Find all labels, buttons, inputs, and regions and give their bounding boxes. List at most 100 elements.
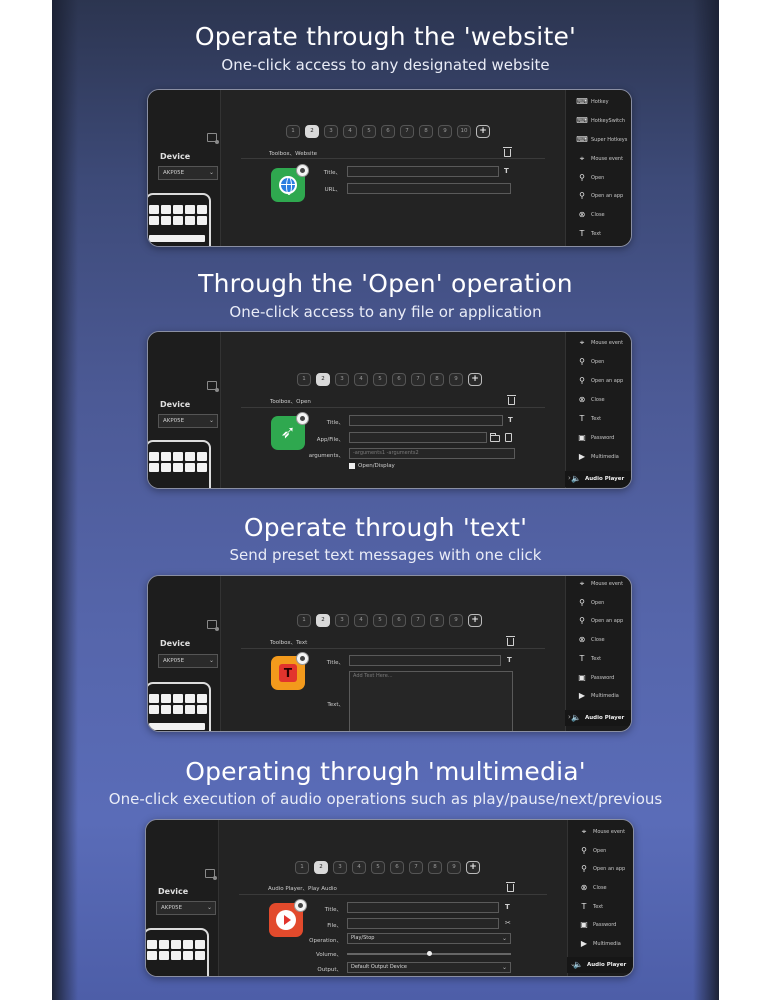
sidebar-item-close[interactable]: ⊗Close (576, 634, 631, 646)
keypad-key[interactable] (185, 216, 195, 225)
keypad-key[interactable] (171, 940, 181, 949)
page-tab[interactable]: 10 (457, 125, 471, 138)
arguments-input[interactable]: -arguments1 -arguments2 (349, 448, 515, 459)
add-page-button[interactable]: + (468, 614, 482, 627)
page-tab[interactable]: 3 (324, 125, 338, 138)
url-input[interactable] (347, 183, 511, 194)
page-tab[interactable]: 6 (390, 861, 404, 874)
keypad-key[interactable] (161, 216, 171, 225)
title-input[interactable] (347, 902, 499, 913)
page-tab-active[interactable]: 2 (314, 861, 328, 874)
page-tab[interactable]: 7 (411, 614, 425, 627)
device-select[interactable]: AKP05E ⌄ (158, 166, 218, 180)
keypad-key[interactable] (185, 452, 195, 461)
keypad-key[interactable] (183, 951, 193, 960)
folder-icon[interactable] (490, 433, 500, 442)
sidebar-item-open-an-app[interactable]: ⚲Open an app (578, 863, 633, 875)
page-tab[interactable]: 1 (295, 861, 309, 874)
title-format-icon[interactable]: T (504, 167, 509, 175)
page-tab[interactable]: 9 (449, 614, 463, 627)
keypad-key[interactable] (173, 705, 183, 714)
keypad-key[interactable] (185, 205, 195, 214)
title-format-icon[interactable]: T (505, 903, 510, 911)
title-input[interactable] (349, 415, 503, 426)
keypad-key[interactable] (195, 940, 205, 949)
audio-player-group[interactable]: › 🔈Audio Player (565, 710, 631, 726)
device-settings-icon[interactable] (207, 381, 219, 392)
sidebar-item-hotkey[interactable]: ⌨Hotkey (576, 96, 631, 108)
keypad-key[interactable] (197, 205, 207, 214)
icon-edit-badge[interactable] (294, 899, 307, 912)
page-tab[interactable]: 7 (400, 125, 414, 138)
add-page-button[interactable]: + (476, 125, 490, 138)
keypad-key[interactable] (149, 463, 159, 472)
attach-icon[interactable]: ✂ (505, 919, 511, 927)
trash-icon[interactable] (506, 882, 515, 892)
trash-icon[interactable] (507, 395, 516, 405)
icon-edit-badge[interactable] (296, 652, 309, 665)
title-format-icon[interactable]: T (508, 416, 513, 424)
keypad-key[interactable] (185, 694, 195, 703)
keypad-key[interactable] (147, 940, 157, 949)
keypad-key[interactable] (173, 463, 183, 472)
page-tab[interactable]: 9 (447, 861, 461, 874)
page-tab[interactable]: 7 (409, 861, 423, 874)
file-input[interactable] (347, 918, 499, 929)
icon-edit-badge[interactable] (296, 164, 309, 177)
trash-icon[interactable] (503, 147, 512, 157)
app-file-input[interactable] (349, 432, 487, 443)
sidebar-item-close[interactable]: ⊗Close (576, 209, 631, 221)
audio-player-group[interactable]: › 🔈Audio Player (565, 471, 631, 487)
page-tab[interactable]: 1 (297, 373, 311, 386)
keypad-key[interactable] (149, 694, 159, 703)
sidebar-item-open-an-app[interactable]: ⚲Open an app (576, 190, 631, 202)
keypad-key[interactable] (159, 951, 169, 960)
page-tab[interactable]: 5 (371, 861, 385, 874)
text-textarea[interactable]: Add Text Here... (349, 671, 513, 731)
page-tab-active[interactable]: 2 (305, 125, 319, 138)
sidebar-item-password[interactable]: ▣Password (578, 919, 633, 931)
device-settings-icon[interactable] (205, 869, 217, 880)
keypad-key[interactable] (159, 940, 169, 949)
page-tab[interactable]: 1 (286, 125, 300, 138)
keypad-key[interactable] (149, 705, 159, 714)
sidebar-item-open[interactable]: ⚲Open (576, 172, 631, 184)
keypad-key[interactable] (173, 216, 183, 225)
keypad-key[interactable] (161, 694, 171, 703)
keypad-key[interactable] (197, 694, 207, 703)
keypad-key[interactable] (173, 694, 183, 703)
sidebar-item-multimedia[interactable]: ▶Multimedia (576, 690, 631, 702)
page-tab[interactable]: 4 (354, 614, 368, 627)
sidebar-item-super-hotkeys[interactable]: ⌨Super Hotkeys (576, 134, 631, 146)
page-tab[interactable]: 1 (297, 614, 311, 627)
page-tab[interactable]: 5 (373, 373, 387, 386)
keypad-key[interactable] (185, 705, 195, 714)
sidebar-item-open[interactable]: ⚲Open (578, 845, 633, 857)
keypad-key[interactable] (161, 452, 171, 461)
page-tab[interactable]: 5 (362, 125, 376, 138)
sidebar-item-hotkeyswitch[interactable]: ⌨HotkeySwitch (576, 115, 631, 127)
keypad-key[interactable] (197, 452, 207, 461)
keypad-key[interactable] (161, 705, 171, 714)
keypad-key[interactable] (197, 463, 207, 472)
icon-edit-badge[interactable] (296, 412, 309, 425)
keypad-key[interactable] (197, 216, 207, 225)
audio-player-group[interactable]: ⌄ 🔈Audio Player (567, 957, 633, 973)
sidebar-item-open-an-app[interactable]: ⚲Open an app (576, 375, 631, 387)
sidebar-item-mouse-event[interactable]: ⌖Mouse event (576, 337, 631, 349)
page-tab-active[interactable]: 2 (316, 373, 330, 386)
keypad-key[interactable] (161, 205, 171, 214)
device-settings-icon[interactable] (207, 620, 219, 631)
page-tab[interactable]: 5 (373, 614, 387, 627)
keypad-key[interactable] (185, 463, 195, 472)
page-tab[interactable]: 6 (381, 125, 395, 138)
page-tab[interactable]: 8 (430, 373, 444, 386)
device-select[interactable]: AKP05E ⌄ (156, 901, 216, 915)
page-tab[interactable]: 8 (428, 861, 442, 874)
sidebar-item-open-an-app[interactable]: ⚲Open an app (576, 615, 631, 627)
device-select[interactable]: AKP05E ⌄ (158, 654, 218, 668)
sidebar-item-mouse-event[interactable]: ⌖Mouse event (578, 826, 633, 838)
